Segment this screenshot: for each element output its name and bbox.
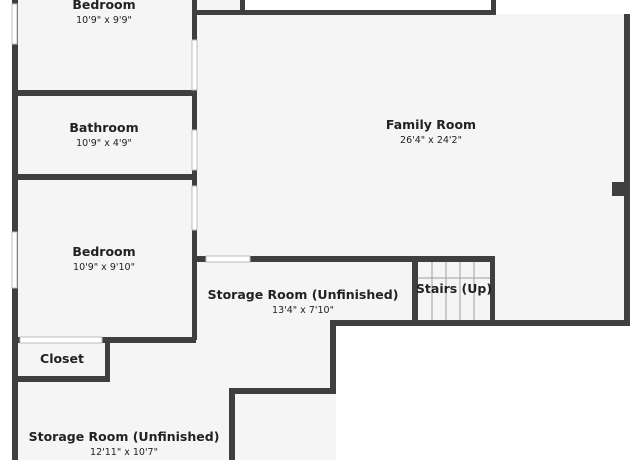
wall-outer-right [624, 14, 630, 326]
room-name-bedroom-mid: Bedroom [72, 244, 135, 259]
floor-area-family-room [196, 14, 626, 260]
windows [11, 3, 251, 344]
door-opening [205, 255, 251, 263]
wall-top-stub-b [491, 0, 496, 14]
wall-bottom-right [330, 320, 630, 326]
room-dims-family-room: 26'4" x 24'2" [400, 135, 462, 146]
wall-stairs-left [412, 256, 418, 324]
wall-outer-left [12, 0, 18, 460]
room-dims-storage-left: 12'11" x 10'7" [90, 447, 158, 458]
room-name-family-room: Family Room [386, 117, 476, 132]
walls [12, 0, 630, 460]
wall-stairs-right [490, 256, 495, 324]
room-dims-storage-center: 13'4" x 7'10" [272, 305, 334, 316]
room-name-storage-center: Storage Room (Unfinished) [208, 287, 399, 302]
floor-areas [14, 0, 626, 460]
window-opening [11, 3, 18, 45]
window-opening [191, 39, 198, 91]
wall-closet-right [105, 340, 110, 382]
stairs-treads [418, 262, 490, 320]
wall-closet-bottom [14, 376, 110, 382]
wall-bathroom-bedroom [14, 174, 196, 180]
floor-area-left-column [14, 0, 196, 460]
wall-top-right [240, 10, 496, 15]
room-dims-bedroom-mid: 10'9" x 9'10" [73, 262, 135, 273]
room-name-stairs: Stairs (Up) [416, 281, 492, 296]
wall-family-bottom [196, 256, 494, 262]
floor-area-lower-center [196, 260, 626, 322]
wall-top-stub-a [240, 0, 245, 14]
window-opening [11, 231, 18, 289]
door-opening [19, 336, 103, 344]
wall-storage-center-right [330, 320, 336, 394]
wall-top-nook [196, 10, 242, 15]
wall-storage-right [229, 388, 235, 460]
window-opening [191, 185, 198, 231]
room-dims-bathroom: 10'9" x 4'9" [76, 138, 132, 149]
room-name-bathroom: Bathroom [69, 120, 138, 135]
window-opening [191, 129, 198, 171]
wall-top-nook-left [192, 0, 197, 14]
room-dims-bedroom-top: 10'9" x 9'9" [76, 15, 132, 26]
room-name-storage-left: Storage Room (Unfinished) [29, 429, 220, 444]
room-labels: Bedroom 10'9" x 9'9" Bathroom 10'9" x 4'… [29, 0, 493, 458]
wall-right-notch [612, 182, 624, 196]
room-name-bedroom-top: Bedroom [72, 0, 135, 12]
wall-storage-top [229, 388, 335, 394]
wall-bedroom-bathroom [14, 90, 196, 96]
room-name-closet: Closet [40, 351, 84, 366]
